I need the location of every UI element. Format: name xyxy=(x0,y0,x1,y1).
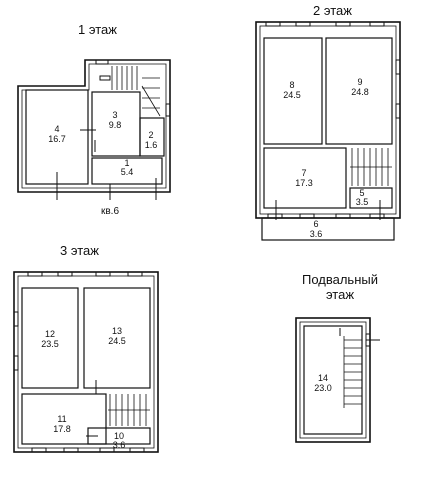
basement-plan xyxy=(295,317,380,443)
room-6-label: 6 3.6 xyxy=(310,219,323,239)
svg-text:9: 9 xyxy=(357,77,362,87)
svg-text:3.6: 3.6 xyxy=(310,229,323,239)
svg-text:17.3: 17.3 xyxy=(295,178,313,188)
svg-text:16.7: 16.7 xyxy=(48,134,66,144)
room-4-label: 4 16.7 xyxy=(48,124,66,144)
svg-text:1.6: 1.6 xyxy=(145,140,158,150)
svg-text:24.5: 24.5 xyxy=(283,90,301,100)
floor-3-title: 3 этаж xyxy=(60,243,99,258)
svg-text:2: 2 xyxy=(148,130,153,140)
floor-1-plan xyxy=(17,59,171,200)
apartment-label: кв.6 xyxy=(101,206,119,217)
svg-text:1: 1 xyxy=(124,158,129,168)
room-10-label: 10 3.6 xyxy=(113,431,126,450)
svg-text:6: 6 xyxy=(313,219,318,229)
room-14-label: 14 23.0 xyxy=(314,373,332,393)
room-9-label: 9 24.8 xyxy=(351,77,369,97)
floor-2-plan xyxy=(255,21,401,241)
svg-text:9.8: 9.8 xyxy=(109,120,122,130)
room-13-label: 13 24.5 xyxy=(108,326,126,346)
room-1-label: 1 5.4 xyxy=(121,158,134,177)
basement-title: Подвальный этаж xyxy=(301,272,378,302)
svg-text:12: 12 xyxy=(45,329,55,339)
room-11-label: 11 17.8 xyxy=(53,414,71,434)
svg-text:13: 13 xyxy=(112,326,122,336)
floor-3-plan xyxy=(13,271,159,453)
svg-text:5: 5 xyxy=(359,188,364,198)
room-12-label: 12 23.5 xyxy=(41,329,59,349)
room-7-label: 7 17.3 xyxy=(295,168,313,188)
room-5-label: 5 3.5 xyxy=(356,188,369,207)
svg-text:3: 3 xyxy=(112,110,117,120)
room-8-label: 8 24.5 xyxy=(283,80,301,100)
svg-text:8: 8 xyxy=(289,80,294,90)
svg-text:11: 11 xyxy=(57,414,66,424)
svg-text:4: 4 xyxy=(54,124,59,134)
svg-text:3.5: 3.5 xyxy=(356,197,369,207)
svg-text:23.5: 23.5 xyxy=(41,339,59,349)
svg-text:23.0: 23.0 xyxy=(314,383,332,393)
room-3-label: 3 9.8 xyxy=(109,110,122,130)
svg-text:24.8: 24.8 xyxy=(351,87,369,97)
floor-1-title: 1 этаж xyxy=(78,22,117,37)
svg-text:14: 14 xyxy=(318,373,328,383)
svg-text:3.6: 3.6 xyxy=(113,440,126,450)
room-2-label: 2 1.6 xyxy=(145,130,158,150)
svg-text:17.8: 17.8 xyxy=(53,424,71,434)
svg-text:5.4: 5.4 xyxy=(121,167,134,177)
svg-text:24.5: 24.5 xyxy=(108,336,126,346)
svg-text:10: 10 xyxy=(114,431,124,441)
svg-text:7: 7 xyxy=(301,168,306,178)
floor-2-title: 2 этаж xyxy=(313,3,352,18)
